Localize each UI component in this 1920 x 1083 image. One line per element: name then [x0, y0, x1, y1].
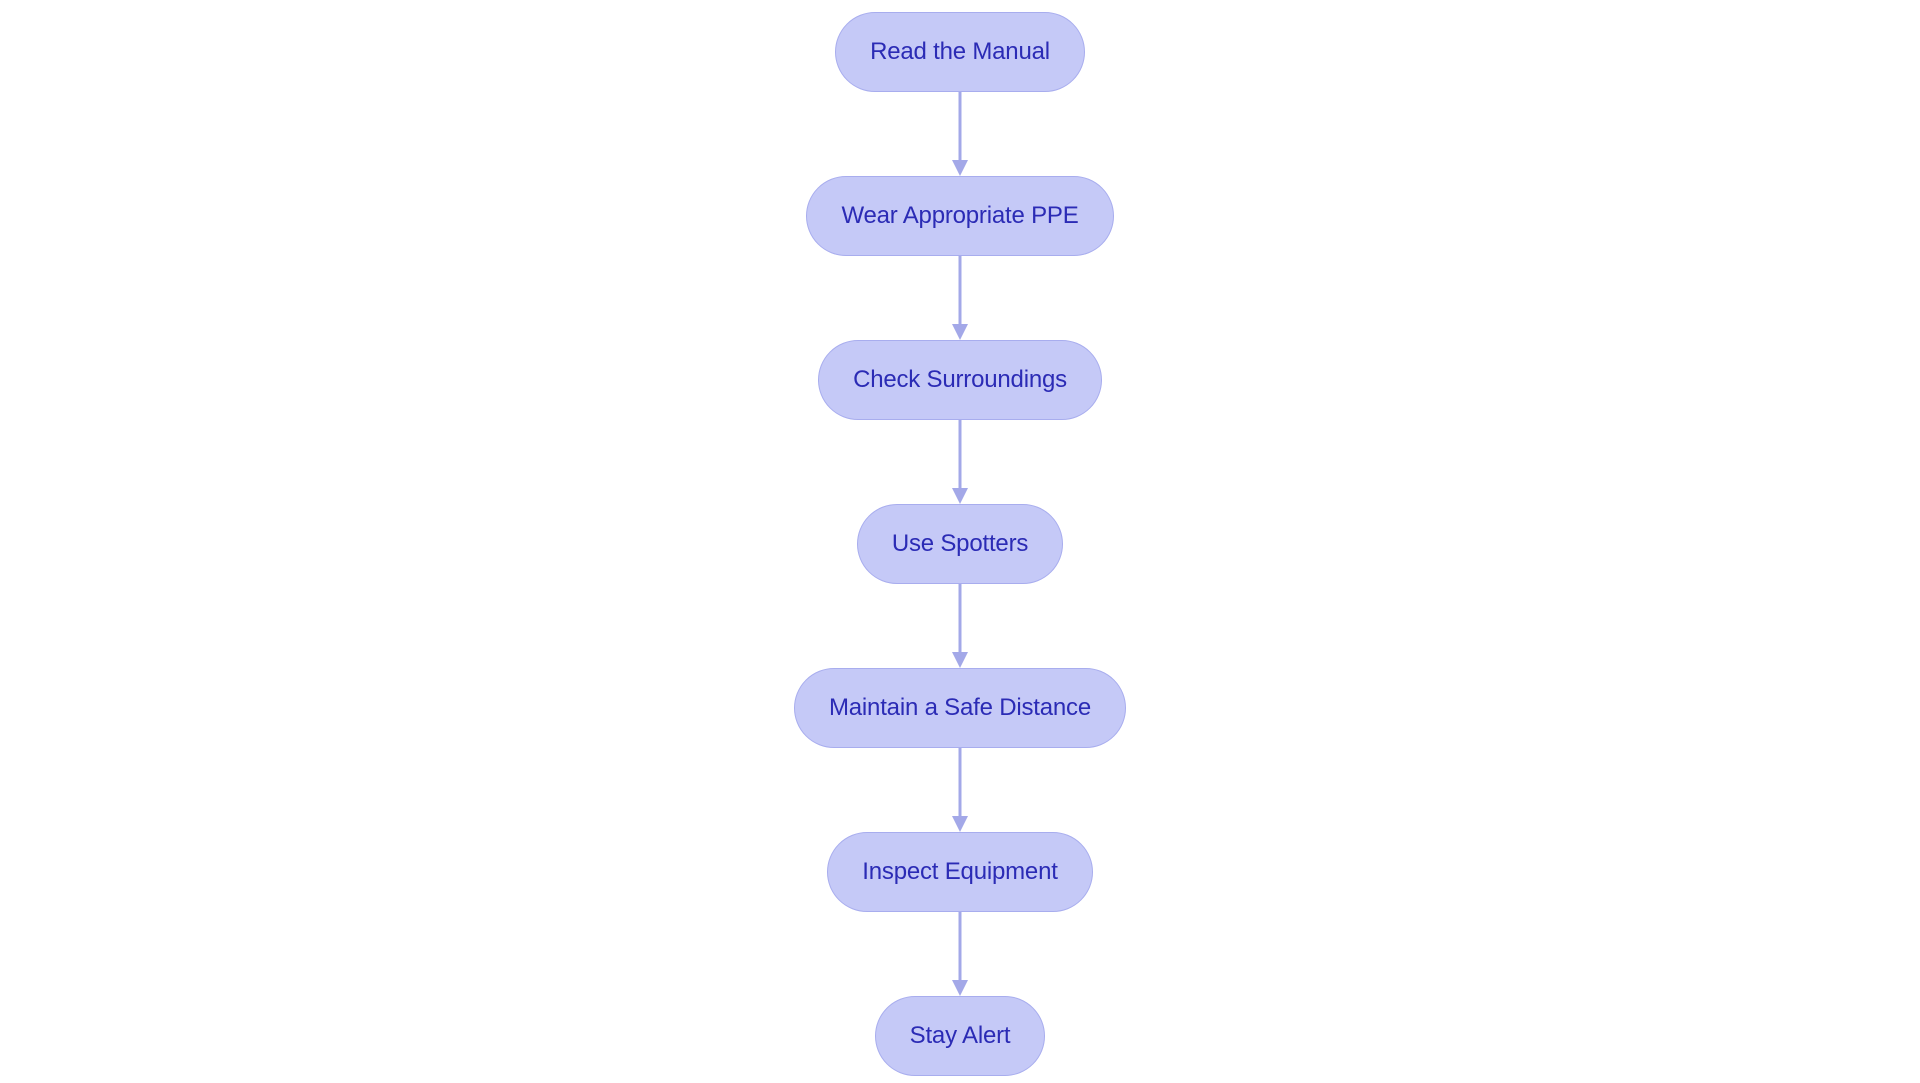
flow-node-use-spotters[interactable]: Use Spotters [856, 504, 1064, 584]
flow-connector-5 [950, 748, 970, 832]
connector-line [958, 420, 962, 490]
flow-node-label: Wear Appropriate PPE [841, 202, 1079, 229]
arrow-down-icon [952, 324, 968, 340]
arrow-down-icon [952, 160, 968, 176]
flow-node-check-surroundings[interactable]: Check Surroundings [818, 340, 1102, 420]
flow-node-label: Inspect Equipment [862, 858, 1058, 885]
connector-line [958, 748, 962, 818]
flow-connector-1 [950, 92, 970, 176]
flow-connector-4 [950, 584, 970, 668]
flow-node-read-the-manual[interactable]: Read the Manual [835, 12, 1085, 92]
flow-node-maintain-a-safe-distance[interactable]: Maintain a Safe Distance [793, 668, 1126, 748]
flow-connector-3 [950, 420, 970, 504]
connector-line [958, 92, 962, 162]
flow-connector-6 [950, 912, 970, 996]
connector-line [958, 912, 962, 982]
flow-node-wear-appropriate-ppe[interactable]: Wear Appropriate PPE [806, 176, 1114, 256]
arrow-down-icon [952, 488, 968, 504]
arrow-down-icon [952, 652, 968, 668]
flow-node-inspect-equipment[interactable]: Inspect Equipment [827, 832, 1093, 912]
arrow-down-icon [952, 816, 968, 832]
flow-node-label: Stay Alert [909, 1022, 1011, 1049]
flow-connector-2 [950, 256, 970, 340]
connector-line [958, 584, 962, 654]
flow-node-stay-alert[interactable]: Stay Alert [874, 996, 1046, 1076]
flow-node-label: Check Surroundings [853, 366, 1067, 393]
flow-node-label: Use Spotters [891, 530, 1029, 557]
flow-node-label: Maintain a Safe Distance [828, 694, 1091, 721]
arrow-down-icon [952, 980, 968, 996]
connector-line [958, 256, 962, 326]
flow-node-label: Read the Manual [870, 38, 1050, 65]
